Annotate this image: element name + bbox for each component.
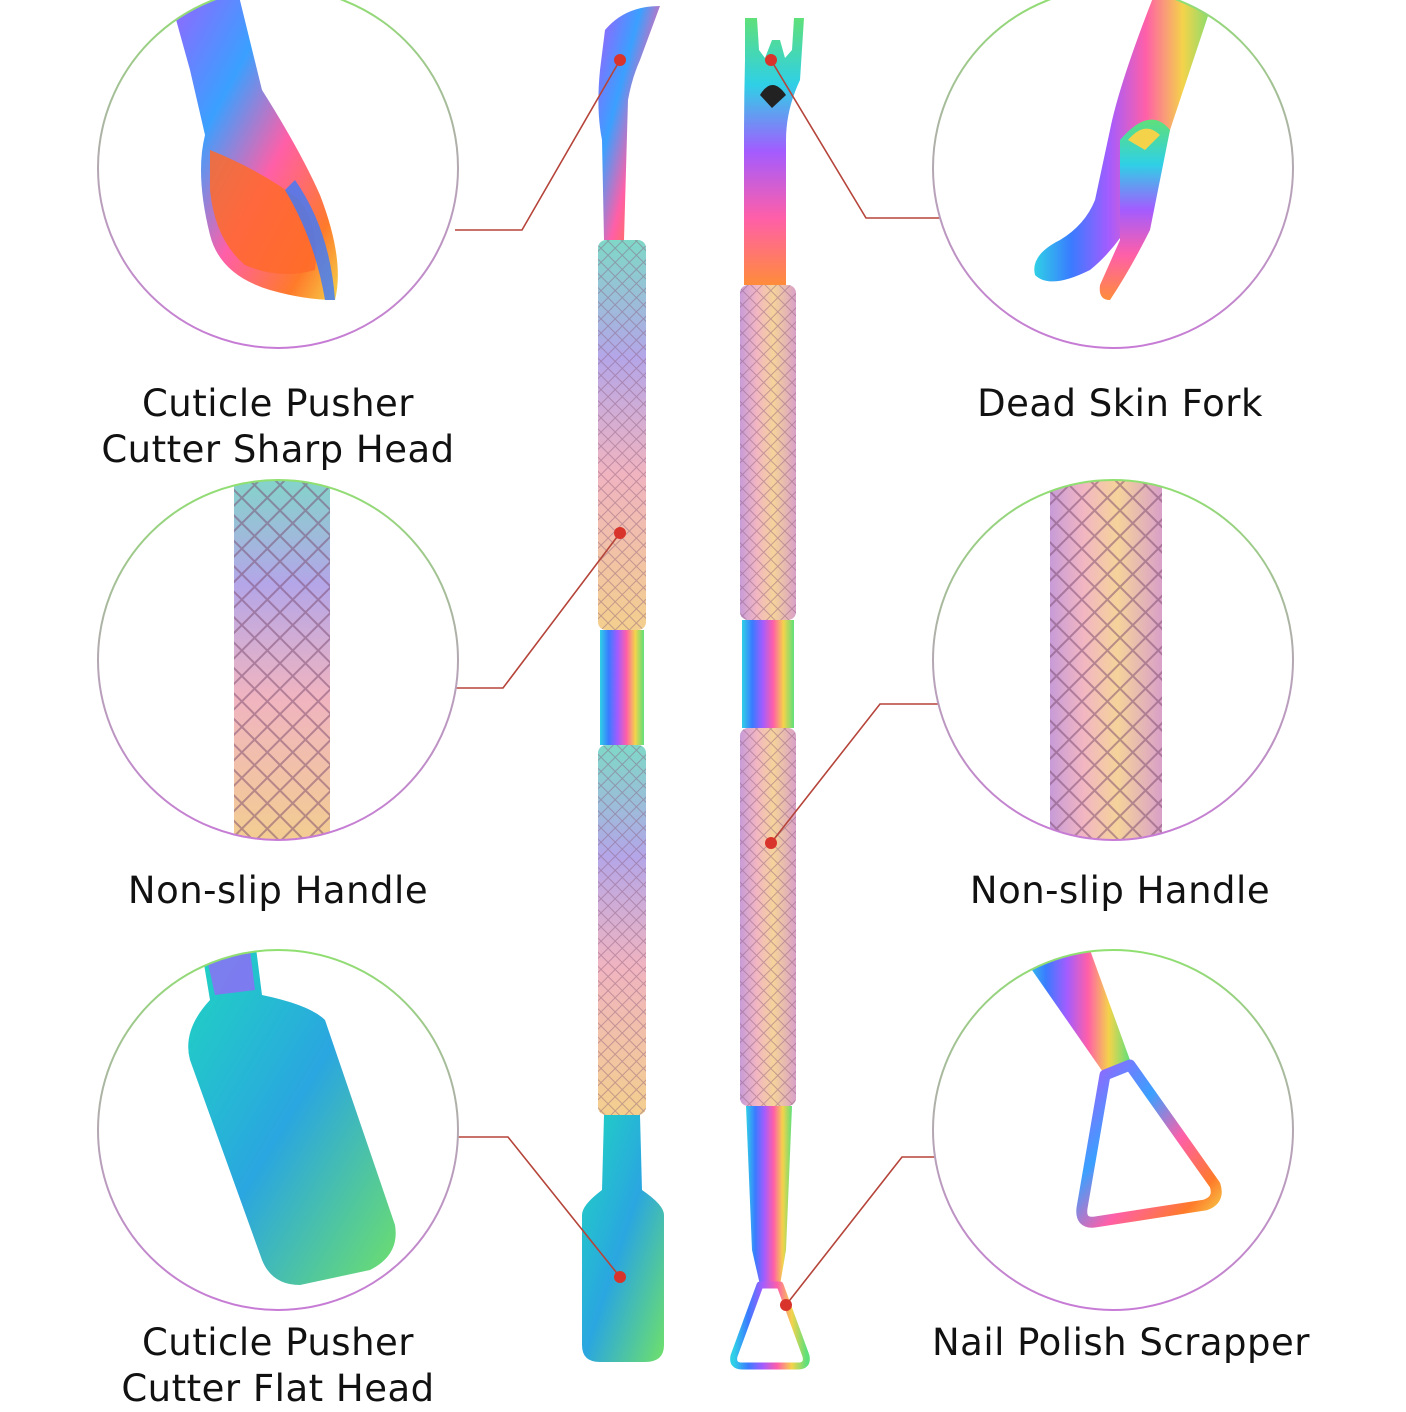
label-line: Nail Polish Scrapper [931, 1321, 1310, 1364]
cuticle-pusher-flat-head-closeup-icon [97, 949, 459, 1311]
label-cuticle-pusher-sharp-head: Cuticle Pusher Cutter Sharp Head [98, 381, 458, 473]
dead-skin-fork-closeup-icon [932, 0, 1294, 349]
callout-line-left-top [455, 59, 621, 231]
label-line: Non-slip Handle [969, 869, 1271, 912]
callout-line-right-bottom [785, 1156, 940, 1306]
label-line: Dead Skin Fork [977, 382, 1263, 425]
callout-dot [780, 1299, 792, 1311]
callout-line-right-middle [770, 703, 940, 844]
label-line: Non-slip Handle [127, 869, 429, 912]
label-line: Cuticle Pusher [141, 382, 415, 425]
label-line: Cutter Sharp Head [101, 428, 455, 471]
nail-polish-scraper-closeup-icon [932, 949, 1294, 1311]
cuticle-pusher-tool [582, 6, 664, 1362]
label-cuticle-pusher-flat-head: Cuticle Pusher Cutter Flat Head [98, 1320, 458, 1412]
callout-dot [765, 837, 777, 849]
label-dead-skin-fork: Dead Skin Fork [920, 381, 1320, 427]
callout-line-right-top [770, 59, 940, 219]
dead-skin-fork-scraper-tool [730, 18, 810, 1370]
label-line: Cutter Flat Head [121, 1367, 435, 1410]
callout-dot [614, 527, 626, 539]
callout-dots [614, 54, 792, 1311]
knurled-handle-closeup-icon [97, 479, 459, 841]
callout-line-left-bottom [455, 1136, 621, 1278]
label-non-slip-handle-right: Non-slip Handle [920, 868, 1320, 914]
label-nail-polish-scrapper: Nail Polish Scrapper [906, 1320, 1336, 1366]
callout-dot [614, 54, 626, 66]
callout-dot [614, 1271, 626, 1283]
callout-line-left-middle [455, 532, 621, 689]
label-non-slip-handle-left: Non-slip Handle [98, 868, 458, 914]
label-line: Cuticle Pusher [141, 1321, 415, 1364]
cuticle-pusher-sharp-head-closeup-icon [97, 0, 459, 349]
callout-dot [765, 54, 777, 66]
knurled-handle-closeup-icon [932, 479, 1294, 841]
callout-lines [455, 59, 940, 1306]
